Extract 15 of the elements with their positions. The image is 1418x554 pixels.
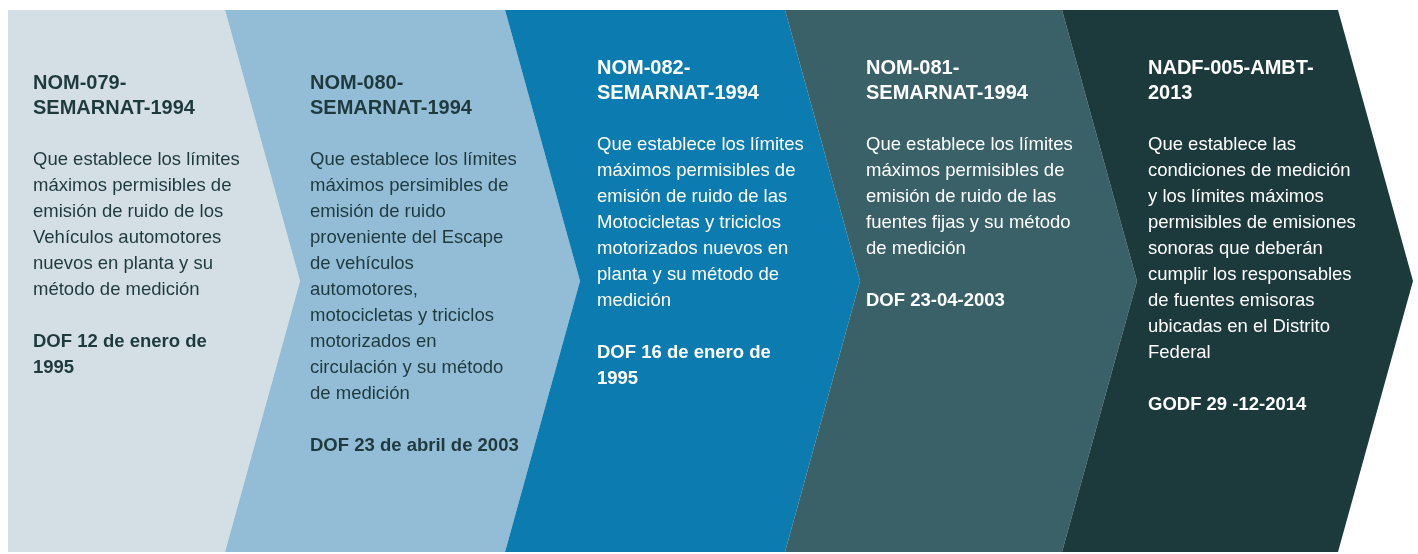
publication-date: GODF 29 -12-2014 xyxy=(1148,392,1308,416)
standard-code: NOM-082-SEMARNAT-1994 xyxy=(597,55,760,105)
publication-date: DOF 16 de enero de 1995 xyxy=(597,340,772,390)
standard-description: Que establece los límites máximos permisibles de emisión de ruido de las fuentes fijas y su método de medición xyxy=(866,132,1074,260)
standard-code: NOM-081-SEMARNAT-1994 xyxy=(866,55,1029,105)
standard-code: NOM-079-SEMARNAT-1994 xyxy=(33,70,196,120)
publication-date: DOF 23-04-2003 xyxy=(866,288,1006,312)
standard-description: Que establece los límites máximos permisibles de emisión de ruido de las Motocicletas y triciclos motorizados nuevos en planta y su método de medición xyxy=(597,132,805,312)
standard-description: Que establece los límites máximos permisibles de emisión de ruido de los Vehículos automotores nuevos en planta y su método de medición xyxy=(33,147,241,301)
publication-date: DOF 23 de abril de 2003 xyxy=(310,433,520,457)
publication-date: DOF 12 de enero de 1995 xyxy=(33,329,208,379)
standard-code: NADF-005-AMBT-2013 xyxy=(1148,55,1315,105)
standard-description: Que establece las condiciones de medición y los límites máximos permisibles de emisiones sonoras que deberán cumplir los responsables de fuentes emisoras ubicadas en el Distrito Federal xyxy=(1148,132,1357,364)
standard-code: NOM-080-SEMARNAT-1994 xyxy=(310,70,473,120)
standard-description: Que establece los límites máximos persimibles de emisión de ruido proveniente del Escape de vehículos automotores, motocicletas y triciclos motorizados en circulación y su método de medición xyxy=(310,147,518,405)
